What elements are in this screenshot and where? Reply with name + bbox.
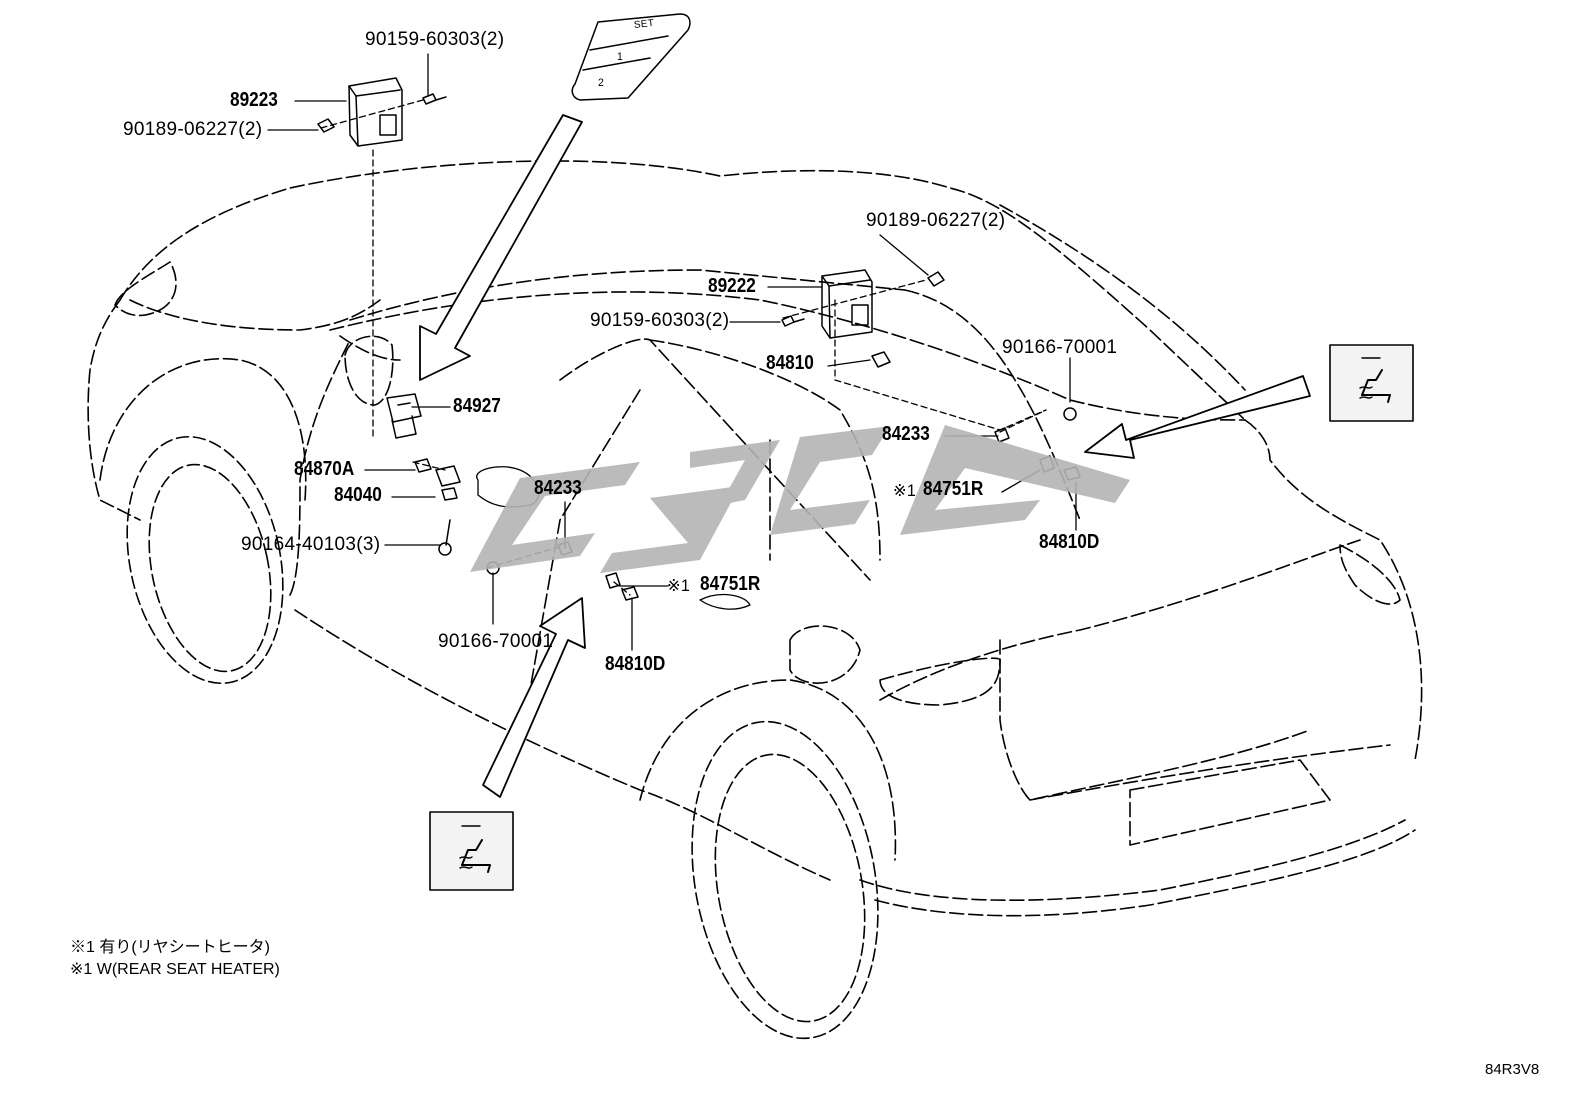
callout-84810: 84810	[766, 352, 814, 374]
callout-89222: 89222	[708, 275, 756, 297]
callout-90166-70001-right: 90166-70001	[1002, 337, 1118, 358]
callout-90189-06227-right: 90189-06227(2)	[866, 210, 1006, 231]
callout-90159-60303: 90159-60303(2)	[365, 29, 505, 50]
callout-84870A: 84870A	[294, 458, 355, 480]
callout-84810D-left: 84810D	[605, 653, 666, 675]
switch-level-1-label: 1	[617, 51, 624, 63]
part-89223-module	[348, 77, 403, 147]
footnote-en: ※1 W(REAR SEAT HEATER)	[70, 961, 280, 978]
callout-89223: 89223	[230, 89, 278, 111]
callout-84751R-right: 84751R	[923, 478, 984, 500]
part-84927-switch	[386, 393, 422, 439]
callout-84810D-right: 84810D	[1039, 531, 1100, 553]
callout-90166-70001-left: 90166-70001	[438, 631, 554, 652]
callout-84927: 84927	[453, 395, 501, 417]
figure-code: 84R3V8	[1485, 1061, 1540, 1078]
callout-90189-06227: 90189-06227(2)	[123, 119, 263, 140]
callout-note-marker-left: ※1	[667, 576, 691, 595]
leader-dashed-lines	[320, 99, 1047, 596]
front-wheel	[126, 435, 284, 685]
part-84870A-84040-harness	[414, 458, 461, 501]
rear-wheel	[691, 720, 879, 1040]
callout-84751R-left: 84751R	[700, 573, 761, 595]
seat-heater-icon-box-left	[429, 811, 514, 891]
seat-heater-switch-panel	[571, 13, 691, 101]
footnote-jp: ※1 有り(リヤシートヒータ)	[70, 939, 271, 956]
car-body-outline	[87, 160, 1423, 917]
leader-lines	[267, 53, 1077, 651]
callout-84233-left: 84233	[534, 477, 582, 499]
callout-84040: 84040	[334, 484, 382, 506]
part-89222-module	[821, 269, 873, 339]
watermark-logo	[470, 425, 1130, 573]
callout-90159-60303-right: 90159-60303(2)	[590, 310, 730, 331]
callout-84233-right: 84233	[882, 423, 930, 445]
pointer-arrows	[419, 114, 1311, 798]
callout-90164-40103: 90164-40103(3)	[241, 534, 381, 555]
seat-heater-icon-box-right	[1329, 344, 1414, 422]
switch-set-label: SET	[633, 17, 655, 31]
switch-level-2-label: 2	[598, 77, 605, 89]
callout-note-marker-right: ※1	[893, 481, 917, 500]
part-fasteners	[317, 93, 1077, 575]
